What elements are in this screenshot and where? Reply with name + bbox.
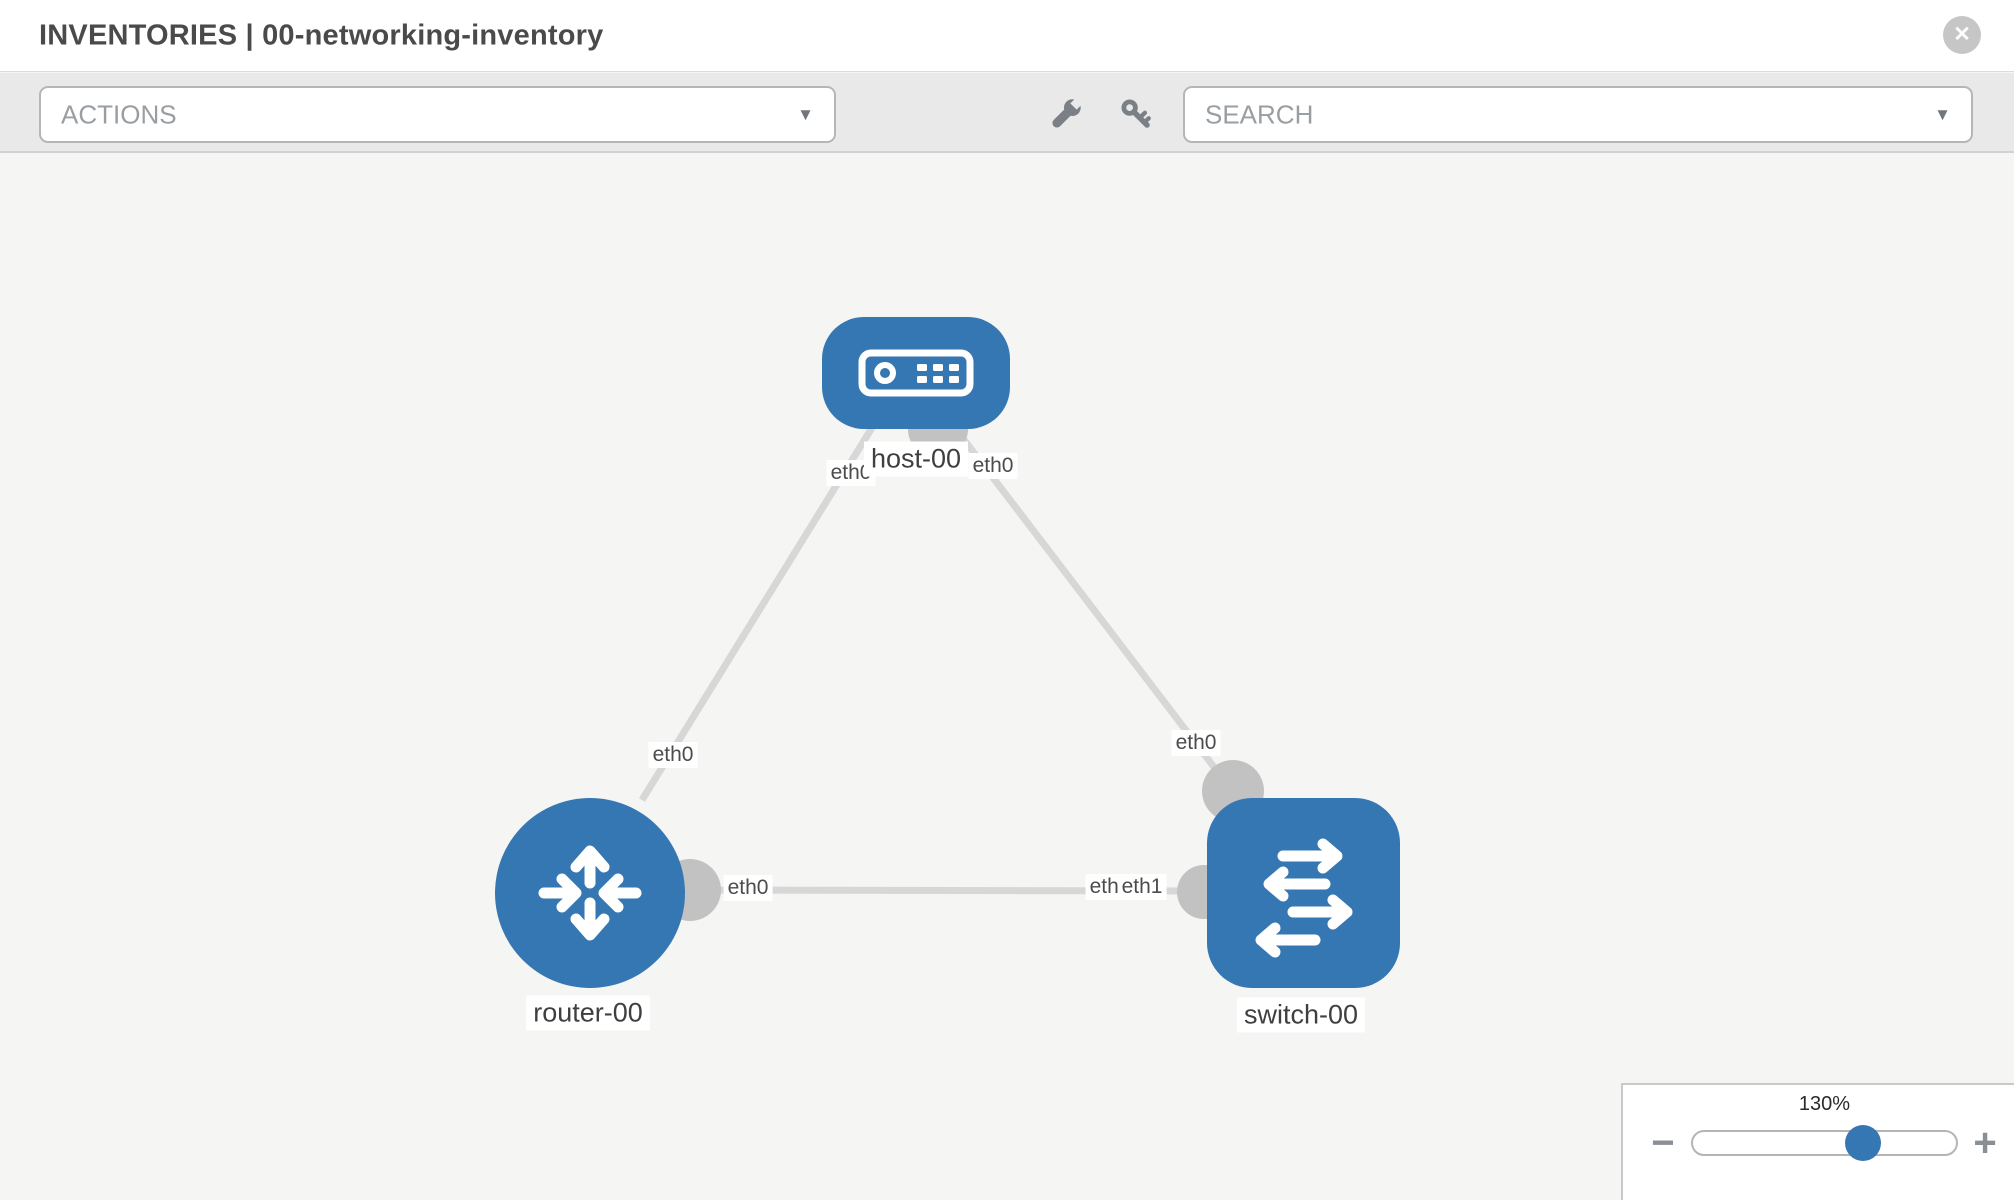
wrench-icon-button[interactable] [1046, 95, 1086, 135]
iface-label-router-eth0-uplink: eth0 [648, 742, 698, 768]
node-host-00[interactable] [822, 317, 1010, 429]
node-switch-00[interactable] [1207, 798, 1400, 988]
iface-label-host-eth0-right: eth0 [968, 453, 1018, 479]
node-label-router-00: router-00 [526, 995, 650, 1031]
zoom-in-button[interactable]: + [1963, 1121, 2007, 1165]
search-dropdown[interactable]: SEARCH ▼ [1183, 86, 1973, 143]
topology-links-layer [639, 399, 1264, 921]
wrench-icon [1052, 96, 1084, 128]
node-router-00[interactable] [495, 798, 685, 988]
zoom-slider-track[interactable] [1691, 1130, 1958, 1156]
switch-icon [1255, 838, 1352, 958]
iface-label-router-eth0: eth0 [723, 875, 773, 901]
plus-icon: + [1973, 1121, 1997, 1165]
actions-dropdown[interactable]: ACTIONS ▼ [39, 86, 836, 143]
caret-down-icon: ▼ [797, 104, 814, 124]
topology-canvas[interactable]: eth0 eth0 eth0 eth0 eth0 eth0 eth1 host-… [0, 155, 2014, 1200]
page-title: INVENTORIES | 00-networking-inventory [39, 19, 604, 51]
node-label-switch-00: switch-00 [1236, 997, 1366, 1033]
minus-icon: − [1651, 1121, 1675, 1165]
titlebar: INVENTORIES | 00-networking-inventory ✕ [0, 0, 2014, 72]
key-icon [1121, 98, 1151, 128]
close-button[interactable]: ✕ [1943, 16, 1981, 54]
node-label-host-00: host-00 [863, 441, 969, 477]
zoom-level-readout: 130% [1798, 1093, 1851, 1115]
key-icon-button[interactable] [1116, 95, 1156, 135]
router-icon [538, 845, 642, 941]
zoom-slider-thumb[interactable] [1845, 1125, 1881, 1161]
host-icon [858, 349, 974, 397]
iface-label-switch-eth1: eth1 [1117, 874, 1167, 900]
iface-label-switch-eth0: eth0 [1171, 730, 1221, 756]
caret-down-icon: ▼ [1934, 104, 1951, 124]
actions-dropdown-label: ACTIONS [61, 99, 177, 129]
zoom-out-button[interactable]: − [1641, 1121, 1685, 1165]
toolbar: ACTIONS ▼ SEARCH ▼ [0, 73, 2014, 153]
zoom-panel: 130% − + [1621, 1083, 2014, 1200]
close-icon: ✕ [1953, 23, 1971, 46]
search-dropdown-label: SEARCH [1205, 99, 1314, 129]
